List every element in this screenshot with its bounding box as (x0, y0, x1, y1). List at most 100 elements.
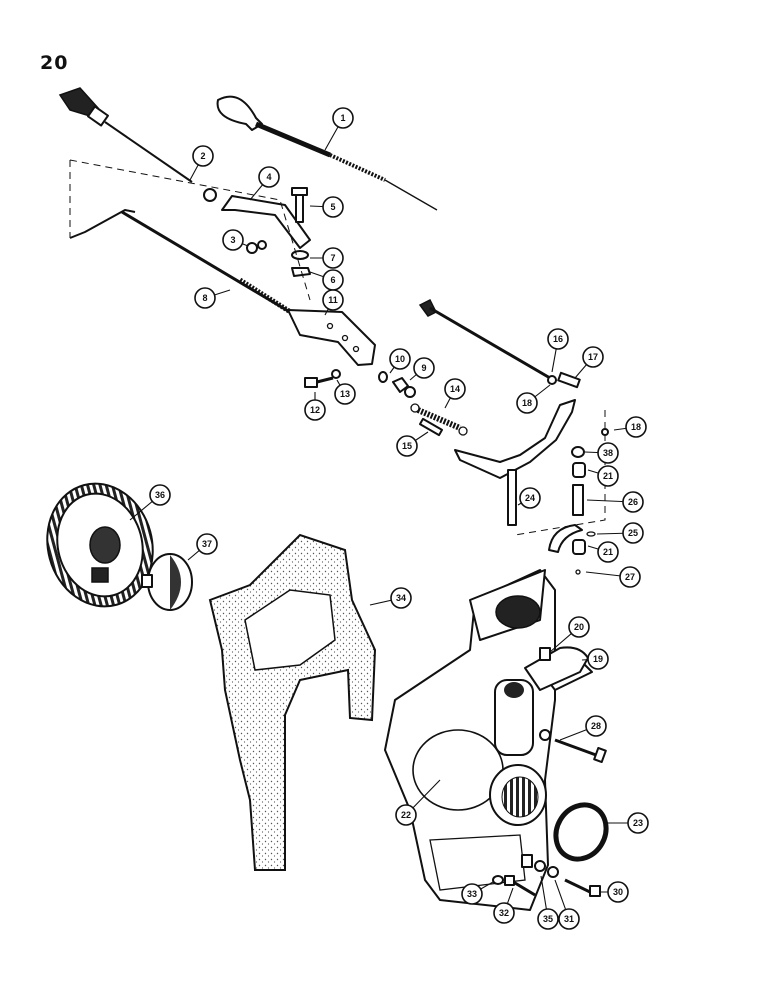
callout-circle (568, 616, 590, 638)
callout-18: 18 (613, 416, 647, 438)
callout-circle (194, 287, 216, 309)
callout-23: 23 (607, 812, 649, 834)
throttle-rod-part (69, 209, 302, 321)
cover-plug-part (141, 553, 193, 611)
callout-21: 21 (587, 541, 619, 563)
callout-number: 15 (402, 441, 412, 451)
callout-circle (597, 541, 619, 563)
callout-circle (461, 883, 483, 905)
callout-7: 7 (310, 247, 344, 269)
callout-circle (627, 812, 649, 834)
callout-circle (396, 435, 418, 457)
callout-number: 18 (522, 398, 532, 408)
callout-31: 31 (554, 879, 580, 930)
callout-circle (622, 491, 644, 513)
callout-circle (322, 196, 344, 218)
callout-22: 22 (395, 779, 441, 826)
callout-10: 10 (389, 348, 411, 374)
callout-number: 3 (230, 235, 235, 245)
callout-circle (585, 715, 607, 737)
callout-24: 24 (517, 487, 541, 509)
oil-seal-part (553, 802, 609, 862)
throttle-cable-part (216, 95, 438, 211)
callout-11: 11 (322, 289, 344, 316)
callout-circle (390, 587, 412, 609)
callout-circle (519, 487, 541, 509)
callout-number: 2 (200, 151, 205, 161)
callout-circle (304, 399, 326, 421)
callout-number: 17 (588, 352, 598, 362)
callout-34: 34 (369, 587, 412, 609)
callout-37: 37 (187, 533, 218, 561)
callout-number: 26 (628, 497, 638, 507)
callout-number: 5 (330, 202, 335, 212)
callout-number: 22 (401, 810, 411, 820)
callout-circle (389, 348, 411, 370)
callout-number: 38 (603, 448, 613, 458)
callout-38: 38 (584, 442, 619, 464)
callout-number: 21 (603, 547, 613, 557)
callout-3: 3 (222, 229, 249, 251)
callout-circle (493, 902, 515, 924)
page-number: 20 (40, 52, 69, 74)
callout-21: 21 (587, 465, 619, 487)
callout-circle (625, 416, 647, 438)
callout-circle (413, 357, 435, 379)
callout-circle (582, 346, 604, 368)
bushing-stack (571, 428, 609, 575)
callout-number: 1 (340, 113, 345, 123)
callout-26: 26 (586, 491, 644, 513)
callout-circle (619, 566, 641, 588)
callout-number: 16 (553, 334, 563, 344)
callout-18: 18 (516, 384, 551, 414)
callout-number: 20 (574, 622, 584, 632)
callout-circle (587, 648, 609, 670)
callout-number: 37 (202, 539, 212, 549)
callout-17: 17 (574, 346, 604, 379)
callout-circle (192, 145, 214, 167)
callout-5: 5 (309, 196, 344, 218)
callout-36: 36 (129, 484, 171, 521)
choke-cable-part (58, 87, 217, 202)
callout-number: 8 (202, 293, 207, 303)
callout-number: 7 (330, 253, 335, 263)
callout-circle (395, 804, 417, 826)
callout-number: 35 (543, 914, 553, 924)
long-bolt-part (539, 729, 607, 764)
bracket-part (221, 195, 311, 254)
callout-circle (334, 383, 356, 405)
callout-33: 33 (461, 881, 494, 905)
callout-number: 13 (340, 389, 350, 399)
callout-circle (537, 908, 559, 930)
callout-circle (149, 484, 171, 506)
spring-part (410, 403, 468, 437)
callout-8: 8 (194, 287, 231, 309)
callout-13: 13 (334, 379, 356, 405)
callout-number: 6 (330, 275, 335, 285)
callout-circle (607, 881, 629, 903)
callout-number: 34 (396, 593, 406, 603)
callout-16: 16 (547, 328, 569, 373)
callout-4: 4 (249, 166, 280, 201)
callout-14: 14 (444, 378, 466, 409)
callout-circle (196, 533, 218, 555)
callout-28: 28 (559, 715, 607, 741)
callout-27: 27 (585, 566, 641, 588)
callout-25: 25 (596, 522, 644, 544)
callout-circle (597, 442, 619, 464)
small-fasteners (304, 369, 416, 398)
callout-circle (222, 229, 244, 251)
callout-12: 12 (304, 392, 326, 421)
bolt-part (291, 187, 311, 277)
lever-part (287, 309, 376, 366)
callout-number: 24 (525, 493, 535, 503)
callout-circle (597, 465, 619, 487)
callout-35: 35 (537, 875, 559, 930)
callout-circle (332, 107, 354, 129)
callout-number: 25 (628, 528, 638, 538)
callout-number: 18 (631, 422, 641, 432)
callout-30: 30 (601, 881, 629, 903)
callout-number: 33 (467, 889, 477, 899)
callout-number: 12 (310, 405, 320, 415)
callout-number: 9 (421, 363, 426, 373)
